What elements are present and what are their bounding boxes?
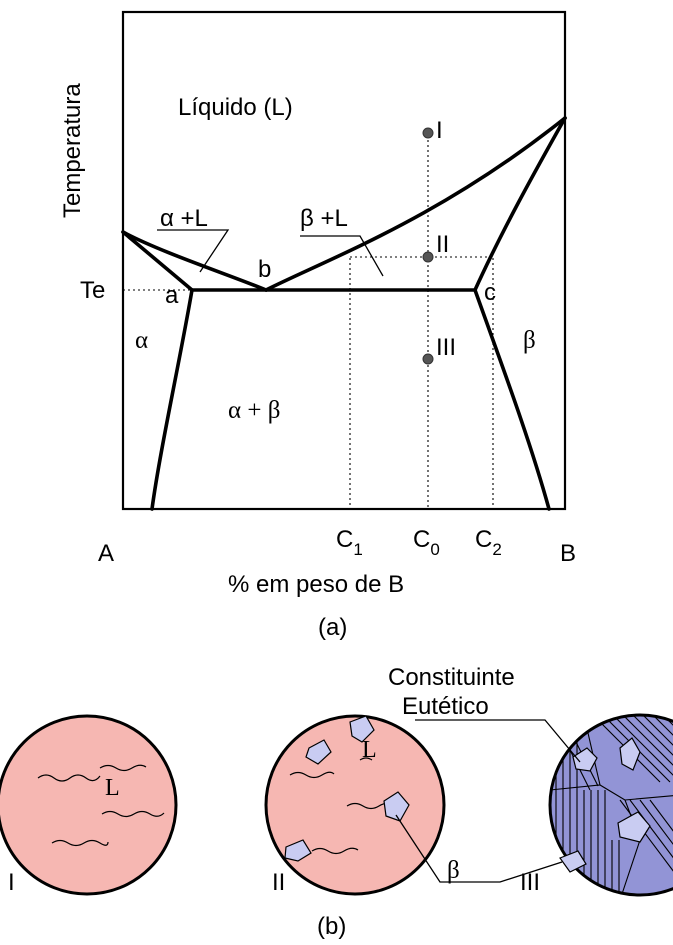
beta-liquidus-curve: [264, 116, 567, 292]
beta-plus-liquid-label: β +L: [300, 205, 348, 232]
point-c-label: c: [484, 279, 496, 306]
state-I-label: I: [436, 117, 443, 144]
micro-label-I: I: [8, 869, 15, 896]
c2-label: C2: [475, 526, 502, 559]
beta-solidus-curve: [473, 116, 567, 292]
alpha-liquidus-curve: [121, 230, 268, 292]
alpha-plus-liquid-label: α +L: [160, 205, 208, 232]
state-II-label: II: [436, 231, 449, 258]
alpha-solvus-curve: [150, 288, 194, 511]
alpha-plus-beta-label: α + β: [228, 397, 280, 424]
c0-label: C0: [413, 526, 440, 559]
beta-leader: [395, 814, 563, 883]
point-b-label: b: [258, 256, 271, 283]
microstructure-III: [548, 713, 673, 897]
eutectic-label-line1: Constituinte: [388, 664, 515, 691]
microstructure-I: L: [0, 714, 178, 896]
micro-label-III: III: [520, 869, 540, 896]
liquid-symbol-I: L: [105, 775, 120, 801]
beta-liquid-leader: [300, 235, 384, 277]
caption-b: (b): [317, 913, 346, 940]
beta-crystal: [383, 791, 410, 822]
state-point-II: [422, 251, 434, 263]
endpoint-B-label: B: [560, 540, 576, 567]
eutectic-leader: [415, 719, 581, 763]
micro-label-II: II: [272, 869, 285, 896]
state-point-III: [422, 353, 434, 365]
beta-crystal: [617, 811, 651, 843]
liquid-region-label: Líquido (L): [178, 94, 293, 121]
eutectic-label-line2: Eutético: [402, 693, 489, 720]
beta-crystal: [284, 839, 312, 862]
y-axis-label: Temperatura: [59, 83, 86, 218]
point-a-label: a: [165, 282, 179, 309]
alpha-region-label: α: [135, 327, 148, 354]
beta-micro-label: β: [447, 857, 460, 884]
state-point-I: [422, 127, 434, 139]
diagram-frame: [121, 10, 567, 511]
beta-crystal: [572, 747, 598, 772]
x-axis-label: % em peso de B: [228, 571, 404, 598]
beta-solvus-curve: [473, 288, 551, 511]
c1-label: C1: [336, 526, 363, 559]
alpha-liquidus-line: [121, 230, 194, 292]
alpha-liquid-leader: [157, 229, 230, 273]
beta-crystal: [305, 739, 332, 765]
caption-a: (a): [318, 614, 347, 641]
beta-crystal: [349, 715, 375, 743]
state-III-label: III: [436, 334, 456, 361]
beta-crystal: [559, 850, 587, 873]
liquid-symbol-II: L: [362, 737, 377, 763]
beta-region-label: β: [523, 327, 536, 354]
endpoint-A-label: A: [98, 540, 114, 567]
beta-crystal: [619, 737, 641, 771]
microstructure-II: L: [264, 714, 446, 896]
te-label: Te: [80, 277, 105, 304]
